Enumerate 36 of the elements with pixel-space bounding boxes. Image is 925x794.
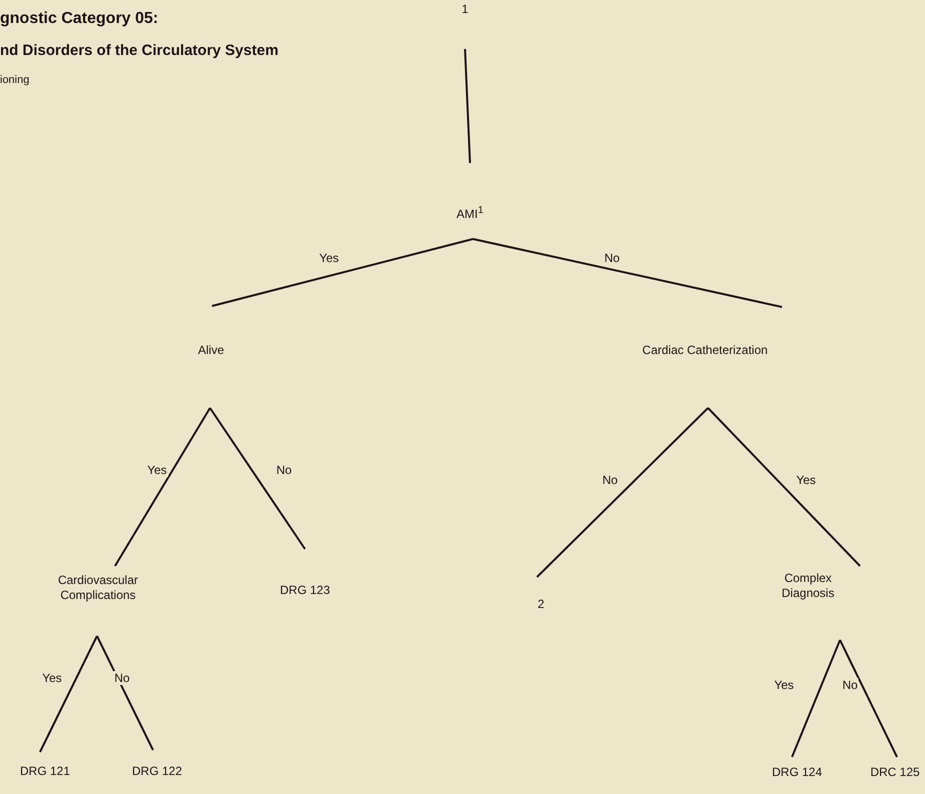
edge-label: No — [841, 678, 859, 692]
edge-label: Yes — [795, 473, 817, 487]
heading: gnostic Category 05: — [0, 10, 158, 28]
node-label: DRG 121 — [18, 764, 72, 779]
edge-label: Yes — [41, 671, 63, 685]
branch-line — [472, 238, 782, 308]
node-label: DRG 122 — [130, 764, 184, 779]
branch-line — [707, 407, 861, 567]
branch-line — [209, 407, 306, 550]
branch-line — [791, 640, 841, 758]
note-text: ioning — [0, 74, 30, 86]
branch-line — [536, 407, 709, 578]
branch-line — [39, 636, 98, 752]
edge-label: Yes — [318, 251, 340, 265]
subheading: nd Disorders of the Circulatory System — [0, 42, 278, 59]
branch-line — [96, 636, 154, 750]
edge-label: No — [113, 671, 131, 685]
edge-label: Yes — [146, 463, 168, 477]
branch-line — [464, 48, 471, 164]
edge-label: Yes — [773, 678, 795, 692]
node-label: 2 — [536, 597, 546, 612]
node-label: DRG 123 — [278, 583, 332, 598]
node-label: Cardiac Catheterization — [641, 343, 769, 358]
branch-line — [114, 407, 211, 567]
edge-label: No — [603, 251, 621, 265]
branch-line — [839, 640, 898, 758]
edge-label: No — [601, 473, 619, 487]
node-label: Complex Diagnosis — [780, 571, 836, 601]
branch-line — [212, 238, 474, 307]
node-label: Cardiovascular Complications — [56, 573, 140, 603]
node-label: Alive — [196, 343, 225, 358]
node-label: AMI$^{1}$ — [456, 204, 484, 222]
node-label: DRC 125 — [869, 765, 921, 780]
node-label: 1 — [460, 2, 470, 17]
edge-label: No — [275, 463, 293, 477]
node-label: DRG 124 — [770, 765, 824, 780]
